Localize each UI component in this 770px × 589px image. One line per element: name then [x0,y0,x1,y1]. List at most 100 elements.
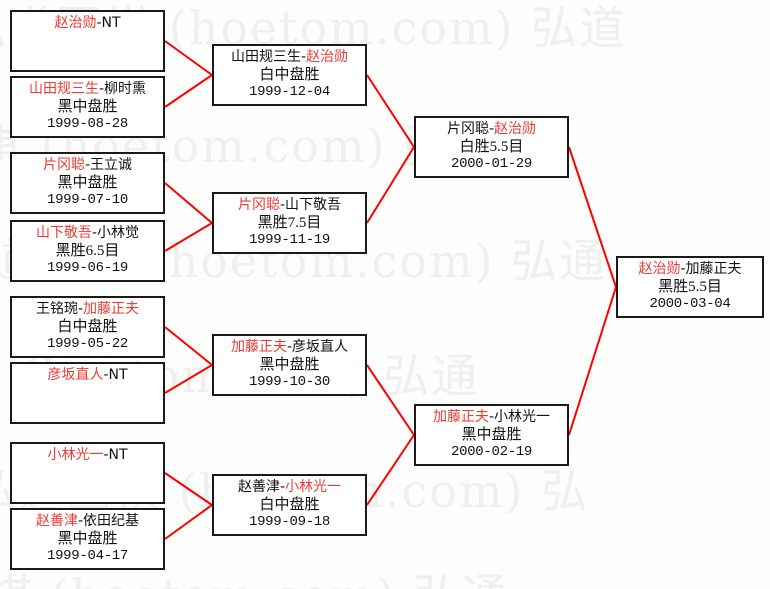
player-left: 赵治勋 [54,15,97,31]
match-players: 片冈聪-山下敬吾 [214,197,365,215]
player-separator: - [77,513,84,529]
match-result: 黑胜7.5目 [257,214,322,231]
connector-r1m4-to-r2m2 [164,222,213,252]
match-date: 2000-03-04 [649,296,731,313]
match-players: 片冈聪-赵治勋 [416,121,567,139]
player-separator: - [286,339,293,355]
match-box-r1m7[interactable]: 小林光一-NT [10,442,165,504]
connector-r1m7-to-r2m4 [164,472,213,506]
match-players: 赵善津-依田纪基 [12,513,163,531]
match-players: 加藤正夫-小林光一 [416,409,567,427]
connector-r1m6-to-r2m3 [164,364,213,394]
match-date: 1999-06-19 [46,260,128,277]
player-separator: - [98,81,105,97]
match-date: 1999-07-10 [46,192,128,209]
player-right: 柳时熏 [104,81,147,97]
player-right: NT [101,15,121,31]
connector-r2m3-to-r3m2 [366,364,415,436]
player-right: 依田纪基 [83,513,140,529]
player-left: 加藤正夫 [432,409,489,425]
match-result: 黑中盘胜 [57,530,118,547]
player-right: 王立诚 [90,157,133,173]
player-separator: - [279,479,286,495]
player-left: 片冈聪 [42,157,85,173]
connector-r1m3-to-r2m2 [164,182,213,224]
match-box-r1m1[interactable]: 赵治勋-NT [10,10,165,72]
player-left: 加藤正夫 [230,339,287,355]
player-separator: - [103,447,109,463]
match-players: 山田规三生-赵治勋 [214,49,365,67]
match-players: 赵治勋-NT [12,15,163,33]
match-result: 白胜5.5目 [459,138,524,155]
player-separator: - [77,301,84,317]
player-left: 片冈聪 [237,197,280,213]
player-left: 彦坂直人 [47,367,104,383]
player-separator: - [488,409,495,425]
match-players: 彦坂直人-NT [12,367,163,385]
connector-r2m1-to-r3m1 [366,74,415,148]
player-right: 山下敬吾 [285,197,342,213]
player-separator: - [680,261,686,277]
connector-r1m5-to-r2m3 [164,326,213,366]
match-date: 1999-08-28 [46,116,128,133]
match-box-r1m6[interactable]: 彦坂直人-NT [10,362,165,424]
match-result: 黑胜6.5目 [55,242,120,259]
connector-r1m2-to-r2m1 [164,74,213,108]
player-separator: - [300,49,307,65]
player-separator: - [84,157,91,173]
match-date: 1999-10-30 [248,374,330,391]
match-result: 白中盘胜 [259,496,320,513]
match-result: 黑中盘胜 [461,426,522,443]
match-date: 1999-09-18 [248,514,330,531]
player-right: NT [108,447,128,463]
player-left: 山下敬吾 [35,225,92,241]
player-right: 彦坂直人 [292,339,349,355]
player-left: 小林光一 [47,447,104,463]
match-date: 1999-11-19 [248,232,330,249]
player-separator: - [96,15,102,31]
player-left: 王铭琬 [35,301,78,317]
match-date: 1999-04-17 [46,548,128,565]
match-players: 山下敬吾-小林觉 [12,225,163,243]
player-left: 山田规三生 [230,49,301,65]
match-players: 赵善津-小林光一 [214,479,365,497]
player-right: 赵治勋 [306,49,349,65]
connector-r1m1-to-r2m1 [164,40,213,76]
match-result: 白中盘胜 [57,318,118,335]
player-separator: - [103,367,109,383]
player-right: 小林光一 [285,479,342,495]
match-players: 片冈聪-王立诚 [12,157,163,175]
match-players: 王铭琬-加藤正夫 [12,301,163,319]
match-players: 山田规三生-柳时熏 [12,81,163,99]
connector-r2m4-to-r3m2 [366,434,415,506]
match-date: 2000-02-19 [450,444,532,461]
connector-r3m2-to-r4m1 [568,286,617,436]
player-right: NT [108,367,128,383]
match-date: 1999-05-22 [46,336,128,353]
player-right: 赵治勋 [494,121,537,137]
match-result: 黑中盘胜 [259,356,320,373]
match-result: 黑中盘胜 [57,174,118,191]
player-left: 山田规三生 [28,81,99,97]
player-separator: - [91,225,98,241]
match-players: 小林光一-NT [12,447,163,465]
match-players: 赵治勋-加藤正夫 [618,261,762,279]
match-date: 1999-12-04 [248,84,330,101]
match-result: 黑胜5.5目 [658,278,722,295]
player-separator: - [488,121,495,137]
player-right: 小林光一 [494,409,551,425]
player-left: 赵治勋 [638,261,681,277]
